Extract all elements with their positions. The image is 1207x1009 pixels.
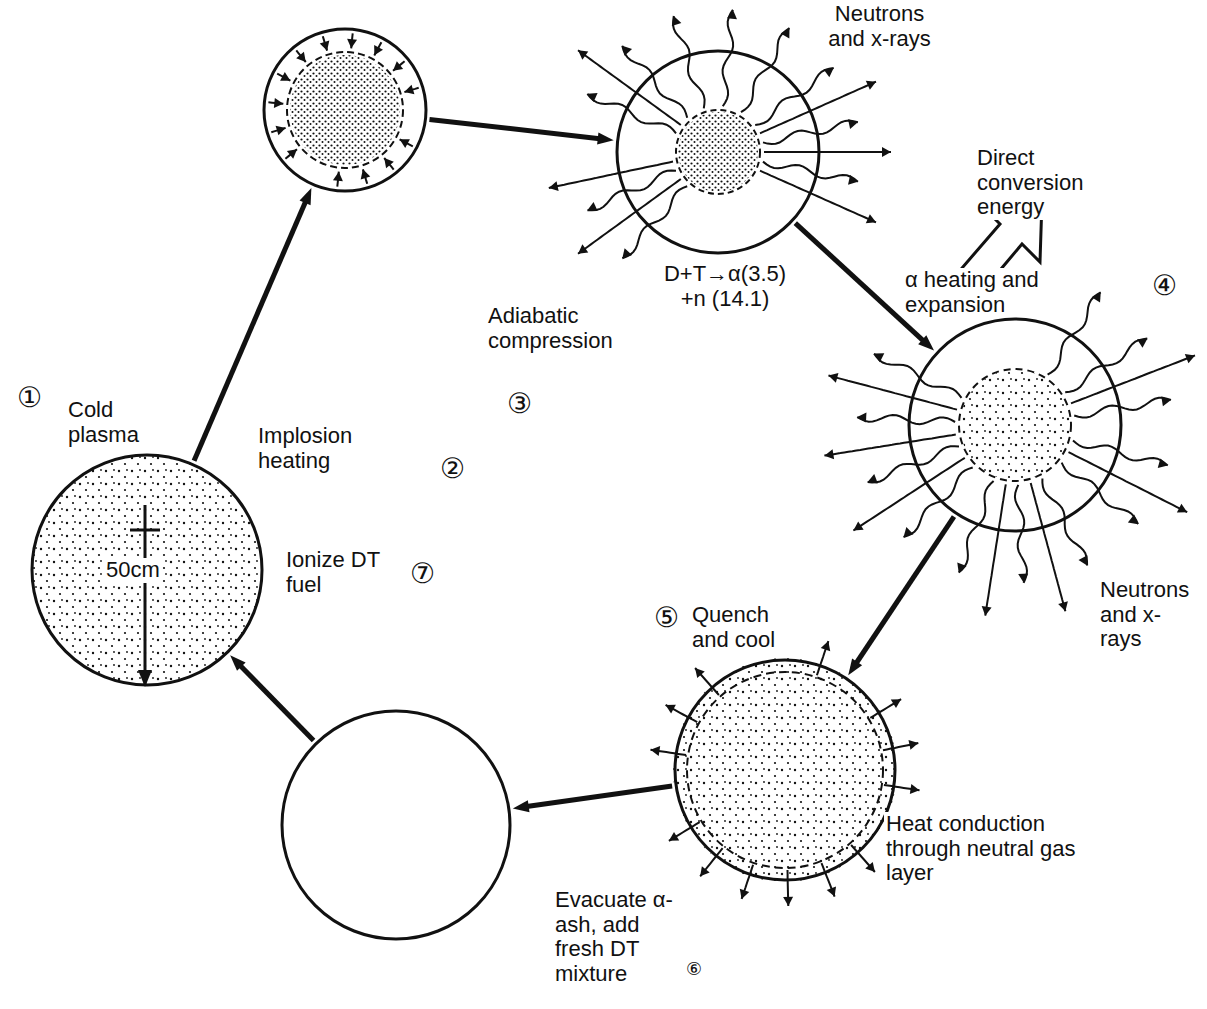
cycle-arrow: [194, 188, 311, 461]
stage-note: Neutrons and x-rays: [1098, 578, 1198, 652]
stage-circle: [262, 27, 428, 193]
connector-line: [194, 201, 306, 461]
arrowhead: [513, 800, 530, 812]
arrowhead: [918, 335, 934, 350]
connector-line: [527, 786, 672, 807]
connector-line: [856, 517, 954, 664]
callout-number: ③: [505, 390, 534, 418]
circle-outline: [615, 49, 821, 255]
cycle-arrow: [848, 517, 954, 676]
connector-line: [429, 120, 599, 139]
stage-circle: Neutrons and x-rays: [907, 317, 1123, 533]
cycle-arrow: [230, 655, 313, 740]
arrowhead: [230, 655, 245, 671]
callout-number: ⑤: [652, 604, 681, 632]
callout-number: ②: [438, 455, 467, 483]
stage-circle: Heat conduction through neutral gas laye…: [673, 658, 897, 882]
circle-outline: [280, 709, 512, 941]
connector-line: [240, 665, 314, 740]
step-label: Evacuate α-ash, add fresh DT mixture: [553, 888, 685, 987]
stage-circle: [280, 709, 512, 941]
callout-number: ⑦: [408, 560, 437, 588]
stage-name: Cold plasma: [66, 398, 156, 447]
stage-note: D+T→α(3.5) +n (14.1): [648, 262, 802, 311]
arrowhead: [300, 188, 312, 205]
step-label: Ionize DT fuel: [284, 548, 398, 597]
step-label: Adiabatic compression: [486, 304, 640, 353]
cycle-arrow: [513, 786, 672, 812]
circle-outline: [262, 27, 428, 193]
step-label: Quench and cool: [690, 603, 794, 652]
step-label: α heating and expansion: [903, 268, 1067, 317]
annotation: Direct conversion energy: [975, 146, 1129, 220]
arrowhead: [848, 659, 862, 676]
stage-note: Heat conduction through neutral gas laye…: [884, 812, 1088, 886]
callout-number: ④: [1150, 272, 1179, 300]
callout-number: ⑥: [684, 960, 704, 978]
callout-number: ①: [15, 384, 44, 412]
stage-note: Neutrons and x-rays: [815, 2, 944, 51]
stage-note: 50cm: [104, 558, 162, 583]
arrowhead: [597, 132, 614, 144]
circle-outline: [907, 317, 1123, 533]
stage-circle: Cold plasma50cm: [30, 453, 264, 687]
step-label: Implosion heating: [256, 424, 378, 473]
stage-circle: Neutrons and x-raysD+T→α(3.5) +n (14.1): [615, 49, 821, 255]
circle-outline: [673, 658, 897, 882]
cycle-arrow: [429, 120, 613, 145]
